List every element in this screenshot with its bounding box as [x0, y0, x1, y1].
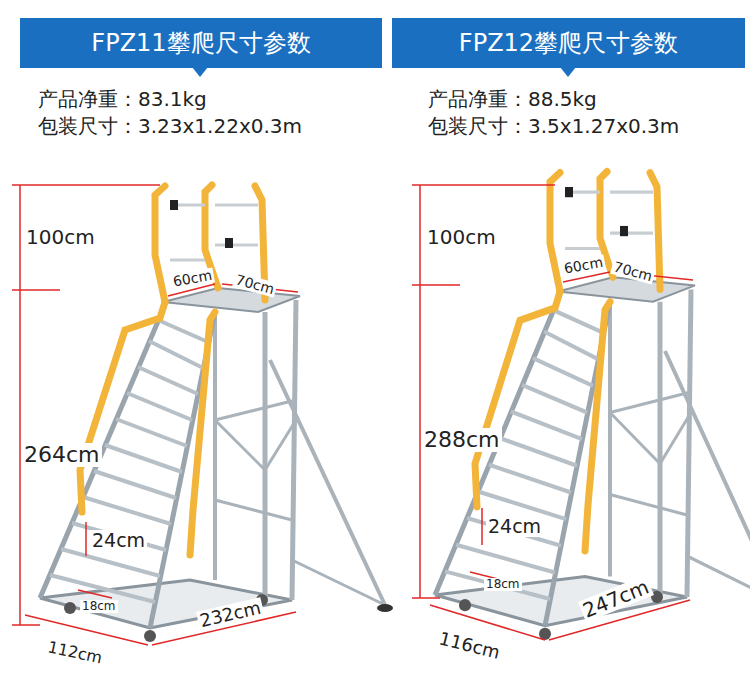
banner-title: FPZ11攀爬尺寸参数 — [91, 27, 310, 59]
title-banner: FPZ12攀爬尺寸参数 — [392, 18, 745, 68]
dimension-label: 116cm — [435, 628, 504, 663]
spec-text: 产品净重：83.1kg — [38, 88, 207, 110]
dimension-label: 18cm — [484, 578, 522, 591]
dimension-label: 100cm — [425, 226, 498, 248]
dimension-label: 264cm — [22, 443, 102, 467]
ladder-drawing — [40, 185, 393, 642]
spec-text: 包装尺寸：3.5x1.27x0.3m — [428, 115, 679, 137]
banner-title: FPZ12攀爬尺寸参数 — [459, 27, 678, 59]
spec-text: 产品净重：88.5kg — [428, 88, 597, 110]
dimension-label: 100cm — [24, 226, 97, 248]
dimension-label: 18cm — [80, 600, 118, 613]
dimension-label: 60cm — [170, 268, 215, 291]
dimension-label: 288cm — [422, 428, 502, 452]
title-banner: FPZ11攀爬尺寸参数 — [20, 18, 382, 68]
dimension-label: 112cm — [44, 638, 105, 667]
spec-text: 包装尺寸：3.23x1.22x0.3m — [38, 115, 302, 137]
dimension-label: 24cm — [90, 530, 147, 551]
dimension-label: 24cm — [486, 516, 543, 537]
